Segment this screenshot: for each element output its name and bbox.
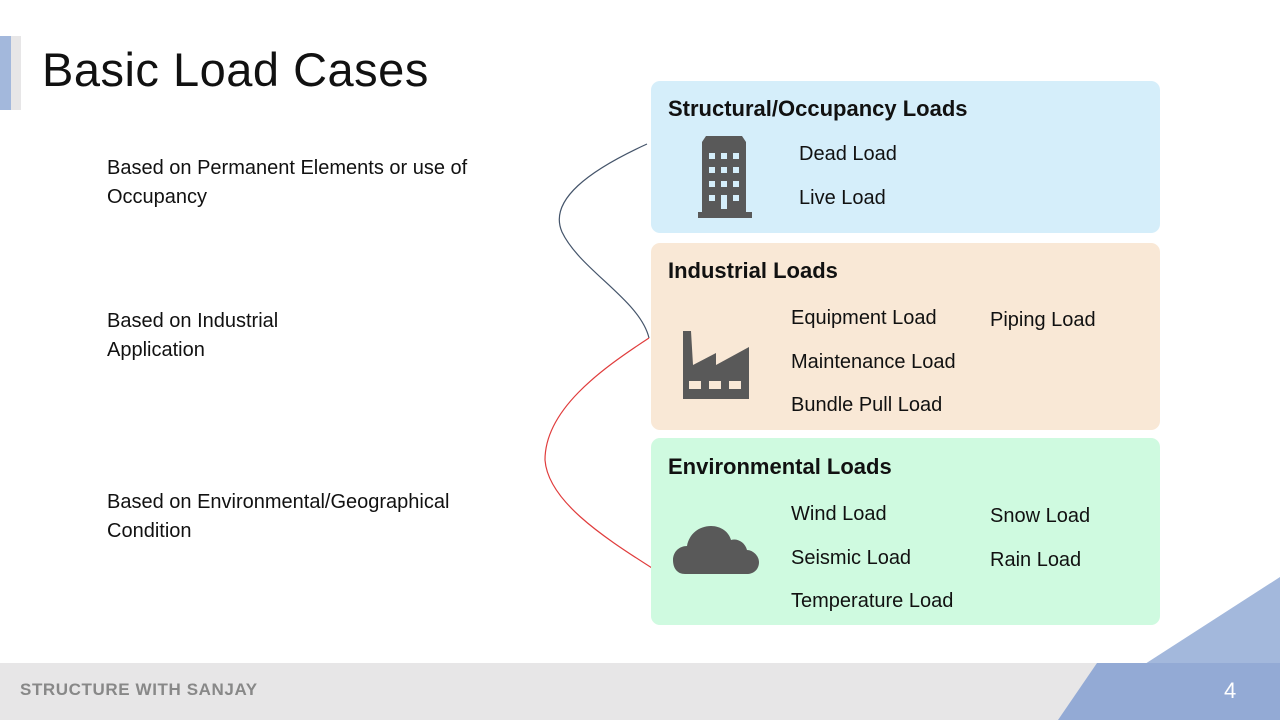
description-line: Based on Industrial [107, 310, 279, 332]
card-title: Industrial Loads [668, 258, 838, 283]
card-industrial: Industrial Loads Equipment Load Maintena… [651, 243, 1160, 430]
load-item: Dead Load [799, 143, 897, 165]
connector-curve-top [558, 143, 650, 339]
footer-brand: STRUCTURE WITH SANJAY [20, 680, 258, 699]
page-number: 4 [1224, 678, 1237, 703]
load-item: Bundle Pull Load [791, 394, 943, 416]
factory-icon [683, 331, 749, 399]
card-title: Environmental Loads [668, 454, 892, 479]
load-item: Equipment Load [791, 307, 937, 329]
load-item: Temperature Load [791, 590, 954, 612]
description-line: Based on Environmental/Geographical [107, 491, 450, 513]
description-industrial: Based on Industrial Application [107, 307, 517, 365]
load-item: Rain Load [990, 549, 1082, 571]
description-occupancy: Based on Permanent Elements or use of Oc… [107, 154, 517, 212]
title-accent-bar-secondary [11, 36, 21, 110]
description-line: Condition [107, 520, 192, 542]
load-item: Piping Load [990, 309, 1096, 331]
description-line: Based on Permanent Elements or use of [107, 157, 468, 179]
cloud-icon [673, 526, 759, 574]
card-structural-occupancy: Structural/Occupancy Loads Dead Load Liv… [651, 81, 1160, 233]
description-line: Occupancy [107, 186, 208, 208]
title-accent-bar [0, 36, 11, 110]
card-environmental: Environmental Loads Wind Load Seismic Lo… [651, 438, 1160, 625]
slide-title: Basic Load Cases [42, 43, 429, 96]
load-item: Maintenance Load [791, 351, 956, 373]
card-title: Structural/Occupancy Loads [668, 96, 968, 121]
load-item: Wind Load [791, 503, 887, 525]
connector-curve-bottom [544, 337, 653, 569]
load-item: Live Load [799, 187, 886, 209]
load-item: Snow Load [990, 505, 1091, 527]
load-item: Seismic Load [791, 547, 912, 569]
description-environmental: Based on Environmental/Geographical Cond… [107, 488, 517, 546]
building-icon [698, 136, 752, 218]
description-line: Application [107, 339, 205, 361]
